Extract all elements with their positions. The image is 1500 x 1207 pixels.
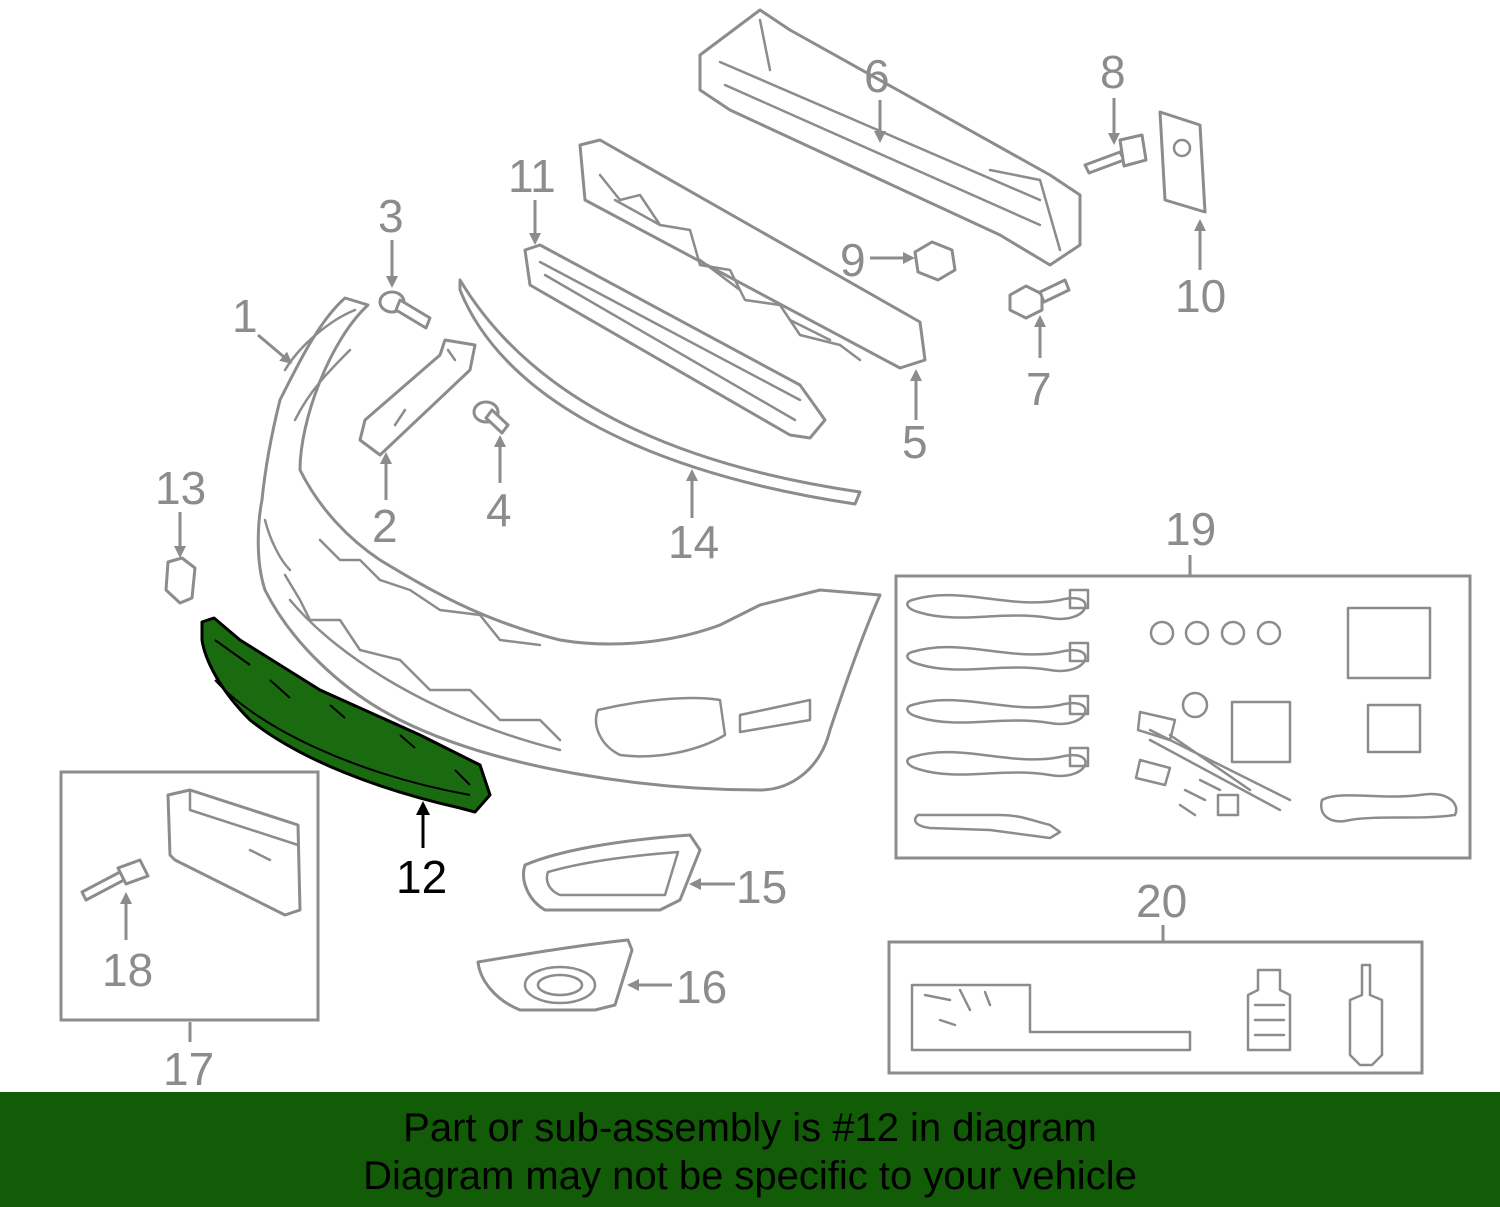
callout-11: 11 xyxy=(508,150,556,202)
parts-diagram: 1 2 3 4 5 6 7 8 9 10 11 12 13 14 15 16 1… xyxy=(59,8,1472,1092)
part-12-lower-grille-highlighted xyxy=(200,616,492,814)
part-7-bolt xyxy=(1008,278,1071,320)
callout-17: 17 xyxy=(163,1043,214,1092)
callout-13: 13 xyxy=(155,462,206,514)
callout-14: 14 xyxy=(668,516,719,568)
banner-line-part-number: Part or sub-assembly is #12 in diagram xyxy=(403,1106,1097,1150)
info-banner: Part or sub-assembly is #12 in diagram D… xyxy=(0,1092,1500,1207)
callout-20: 20 xyxy=(1136,875,1187,927)
part-6-reinforcement-beam xyxy=(698,8,1082,267)
kit-19-box xyxy=(894,574,1472,860)
part-9-nut xyxy=(913,240,957,282)
callout-labels: 1 2 3 4 5 6 7 8 9 10 11 12 13 14 15 16 1… xyxy=(102,46,1226,1092)
callout-10: 10 xyxy=(1175,270,1226,322)
callout-16: 16 xyxy=(676,961,727,1013)
callout-12: 12 xyxy=(396,851,447,903)
part-1-bumper-cover xyxy=(256,296,882,792)
callout-15: 15 xyxy=(736,861,787,913)
leader-lines xyxy=(120,98,1206,1042)
callout-5: 5 xyxy=(902,416,928,468)
part-10-plate xyxy=(1158,110,1207,214)
callout-6: 6 xyxy=(864,50,890,102)
callout-8: 8 xyxy=(1100,46,1126,98)
callout-4: 4 xyxy=(486,484,512,536)
callout-18: 18 xyxy=(102,944,153,996)
kit-20-box xyxy=(887,940,1424,1075)
part-16-fog-lamp xyxy=(476,938,634,1012)
callout-2: 2 xyxy=(372,500,398,552)
part-8-bolt xyxy=(1083,133,1148,175)
kit-17-box xyxy=(59,770,320,1022)
callout-7: 7 xyxy=(1026,363,1052,415)
part-11-absorber xyxy=(578,138,927,370)
callout-1: 1 xyxy=(232,290,258,342)
callout-3: 3 xyxy=(378,190,404,242)
callout-19: 19 xyxy=(1165,503,1216,555)
part-4-pushpin xyxy=(472,400,510,435)
part-13-clip xyxy=(164,556,197,605)
callout-9: 9 xyxy=(840,234,866,286)
part-14-strip xyxy=(458,278,862,506)
part-15-bezel xyxy=(522,833,702,912)
part-5-grille xyxy=(523,243,827,440)
banner-line-disclaimer: Diagram may not be specific to your vehi… xyxy=(363,1154,1137,1198)
part-3-pushpin xyxy=(378,290,432,330)
part-2-bracket xyxy=(358,338,477,457)
